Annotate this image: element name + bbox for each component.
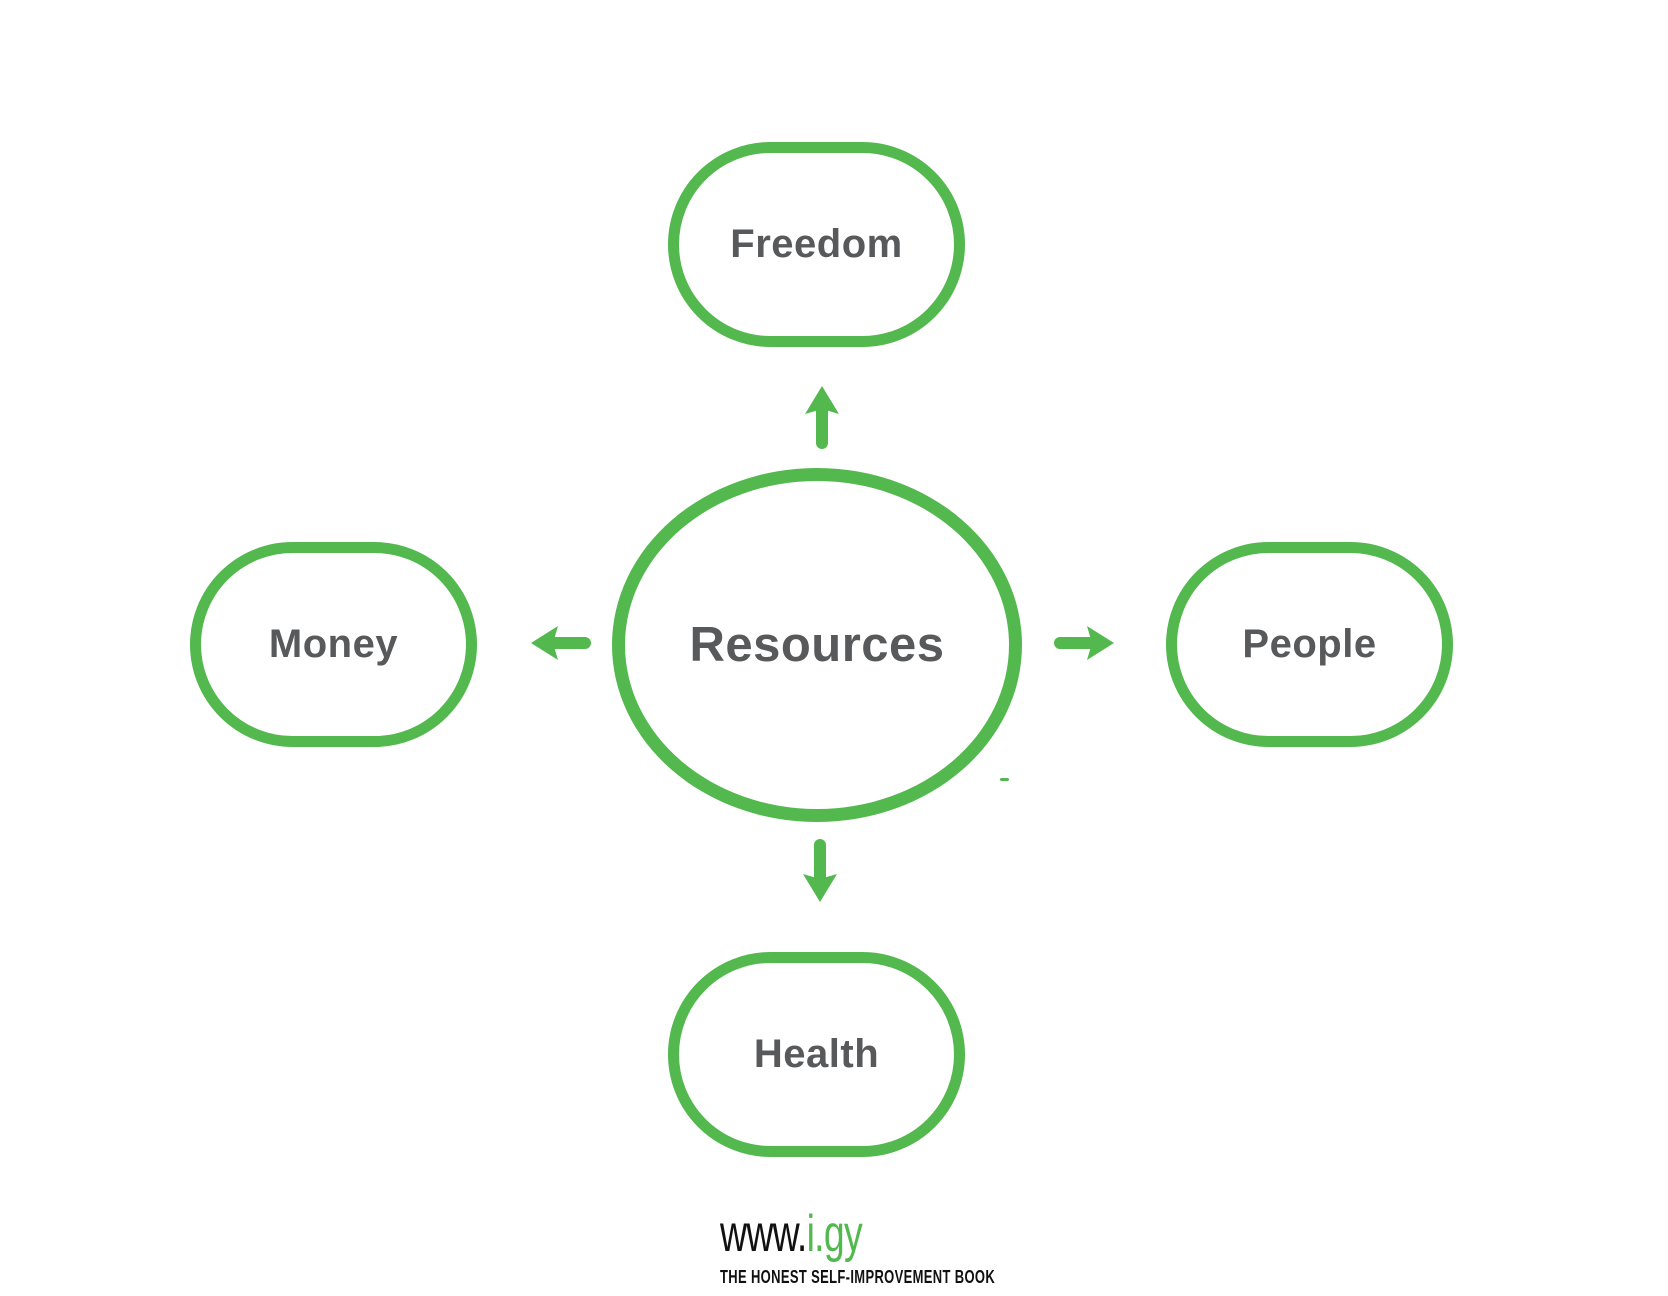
node-freedom-label: Freedom <box>730 222 903 266</box>
node-freedom: Freedom <box>668 142 965 347</box>
site-tagline: THE HONEST SELF-IMPROVEMENT BOOK <box>720 1267 996 1288</box>
node-resources-center: Resources <box>612 468 1022 822</box>
arrow-down-icon <box>801 833 839 903</box>
node-money: Money <box>190 542 477 747</box>
footer-logo: www.i.gy THE HONEST SELF-IMPROVEMENT BOO… <box>720 1205 1102 1288</box>
node-money-label: Money <box>268 622 399 666</box>
node-people-label: People <box>1242 622 1377 666</box>
wordmark-prefix: www. <box>720 1205 807 1263</box>
wordmark-suffix: i.gy <box>806 1205 863 1263</box>
site-wordmark: www.i.gy <box>720 1205 995 1263</box>
node-health-label: Health <box>753 1032 880 1076</box>
node-people: People <box>1166 542 1453 747</box>
arrow-up-icon <box>803 385 841 449</box>
node-health: Health <box>668 952 965 1157</box>
arrow-right-icon <box>1053 624 1115 662</box>
arrow-left-icon <box>530 624 592 662</box>
node-resources-label: Resources <box>689 618 945 672</box>
stray-pen-mark <box>1000 778 1009 781</box>
